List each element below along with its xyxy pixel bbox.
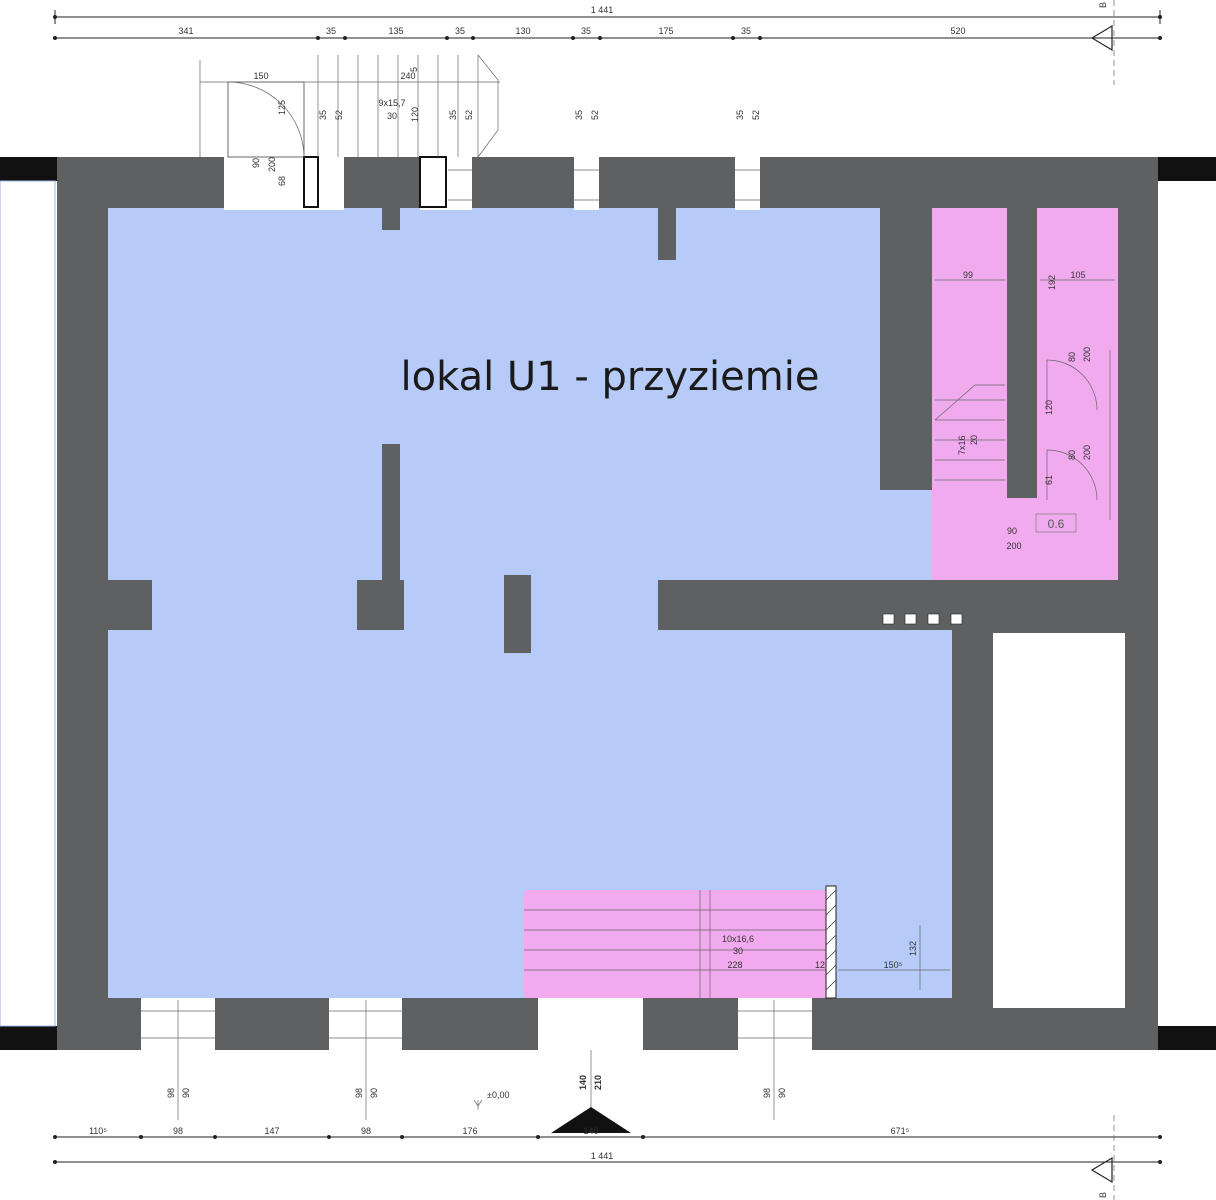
right-dim-e2: 200 (1082, 445, 1092, 460)
lower-right-dim-b: 150⁵ (884, 960, 903, 970)
stair-top-dim-c: 9x15,7 (378, 98, 405, 108)
entrance-dim-b: 210 (593, 1075, 603, 1090)
win-dim-3a: 35 (574, 110, 584, 120)
bottom-dim-4: 98 (361, 1126, 371, 1136)
entrance-arrow (551, 1107, 631, 1133)
door-dim-c: 68 (277, 176, 287, 186)
right-dim-f: 120 (1044, 400, 1054, 415)
bw2-dim-a: 98 (354, 1088, 364, 1098)
level-mark: ±0,00 (487, 1090, 509, 1100)
section-marker-top: B (1098, 2, 1108, 8)
top-dim-4: 35 (455, 26, 465, 36)
top-window-2 (574, 157, 599, 210)
top-dimensions: 1 441 341 35 135 35 130 35 175 35 520 B (53, 0, 1162, 85)
right-dim-d: 80 (1067, 352, 1077, 362)
right-door-dim-a: 90 (1007, 526, 1017, 536)
stair-top-dim-d: 30 (387, 111, 397, 121)
win-dim-4a: 35 (735, 110, 745, 120)
top-dim-6: 35 (581, 26, 591, 36)
bottom-dim-5: 176 (462, 1126, 477, 1136)
right-white-room (993, 633, 1125, 1008)
stair-top-dim-f: 120 (410, 107, 420, 122)
section-arrow-bottom (1090, 1156, 1113, 1184)
top-dim-3: 135 (388, 26, 403, 36)
bottom-dim-1: 110⁵ (89, 1126, 107, 1136)
entrance-dim-a: 140 (578, 1075, 588, 1090)
win-dim-2b: 52 (464, 110, 474, 120)
top-door-left (224, 157, 300, 210)
bw3-dim-a: 98 (762, 1088, 772, 1098)
win-dim-4b: 52 (751, 110, 761, 120)
unit-title: lokal U1 - przyziemie (401, 354, 820, 400)
right-door-dim-b: 200 (1006, 541, 1021, 551)
bw1-dim-b: 90 (181, 1088, 191, 1098)
top-window-1 (448, 157, 472, 210)
top-dim-7: 175 (658, 26, 673, 36)
win-dim-1a: 35 (318, 110, 328, 120)
lower-stair-details: 10x16,6 30 228 12 132 150⁵ (524, 885, 950, 999)
top-dim-8: 35 (741, 26, 751, 36)
right-dim-b: 105 (1070, 270, 1085, 280)
top-openings (224, 156, 760, 210)
door-dim-b: 200 (267, 157, 277, 172)
stair-top-dim-a: 150 (253, 71, 268, 81)
lower-stairs-dim-b: 30 (733, 946, 743, 956)
stair-top-dim-g: 5 (409, 67, 419, 72)
main-entrance (538, 998, 643, 1050)
lower-stairs-dim-d: 12 (815, 960, 825, 970)
exterior-stairs-top: 150 240 9x15,7 30 125 120 5 35 52 35 52 … (199, 54, 761, 186)
bottom-window-2 (329, 998, 402, 1050)
stair-top-dim-e: 125 (277, 100, 287, 115)
right-stair-details: 99 105 192 80 200 120 80 200 61 7x16 20 … (934, 270, 1115, 551)
lower-right-dim-a: 132 (908, 941, 918, 956)
bottom-dim-2: 98 (173, 1126, 183, 1136)
stair-area-lower (524, 890, 834, 998)
vent-squares (882, 613, 963, 625)
room-code: 0.6 (1048, 517, 1065, 531)
right-dim-a: 99 (963, 270, 973, 280)
bw2-dim-b: 90 (369, 1088, 379, 1098)
lower-stairs-dim: 10x16,6 (722, 934, 754, 944)
top-dim-1: 341 (178, 26, 193, 36)
bw3-dim-b: 90 (777, 1088, 787, 1098)
top-dim-2: 35 (326, 26, 336, 36)
right-dim-c: 192 (1047, 275, 1057, 290)
bottom-dim-3: 147 (264, 1126, 279, 1136)
exterior-edges (0, 157, 1216, 1050)
door-dim-a: 90 (251, 158, 261, 168)
top-dim-5: 130 (515, 26, 530, 36)
section-marker-bottom: B (1098, 1192, 1108, 1198)
stair-top-dim-b: 240 (400, 71, 415, 81)
bottom-dim-7: 671⁵ (891, 1126, 910, 1136)
section-arrow-top (1090, 24, 1113, 52)
right-dim-g: 61 (1044, 475, 1054, 485)
top-window-3 (735, 157, 760, 210)
top-total-dim: 1 441 (591, 5, 614, 15)
main-room-upper (108, 208, 880, 580)
bottom-window-3 (738, 998, 812, 1050)
right-stairs-dim-b: 20 (969, 435, 979, 445)
bottom-dimensions: 110⁵ 98 147 98 176 140 671⁵ 1 441 B (53, 1115, 1162, 1200)
win-dim-1b: 52 (334, 110, 344, 120)
bw1-dim-a: 98 (166, 1088, 176, 1098)
bottom-total-dim: 1 441 (591, 1151, 614, 1161)
rooms (108, 208, 1125, 1008)
win-dim-3b: 52 (590, 110, 600, 120)
interior-walls (108, 208, 1158, 1050)
right-dim-e: 200 (1082, 347, 1092, 362)
win-dim-2a: 35 (448, 110, 458, 120)
right-stairs-dim: 7x16 (957, 435, 967, 455)
top-dim-9: 520 (950, 26, 965, 36)
bottom-openings: 98 90 98 90 98 90 140 210 ±0,00 (141, 998, 812, 1133)
right-dim-d2: 80 (1067, 450, 1077, 460)
bottom-dim-6: 140 (583, 1126, 598, 1136)
lower-stairs-dim-c: 228 (727, 960, 742, 970)
